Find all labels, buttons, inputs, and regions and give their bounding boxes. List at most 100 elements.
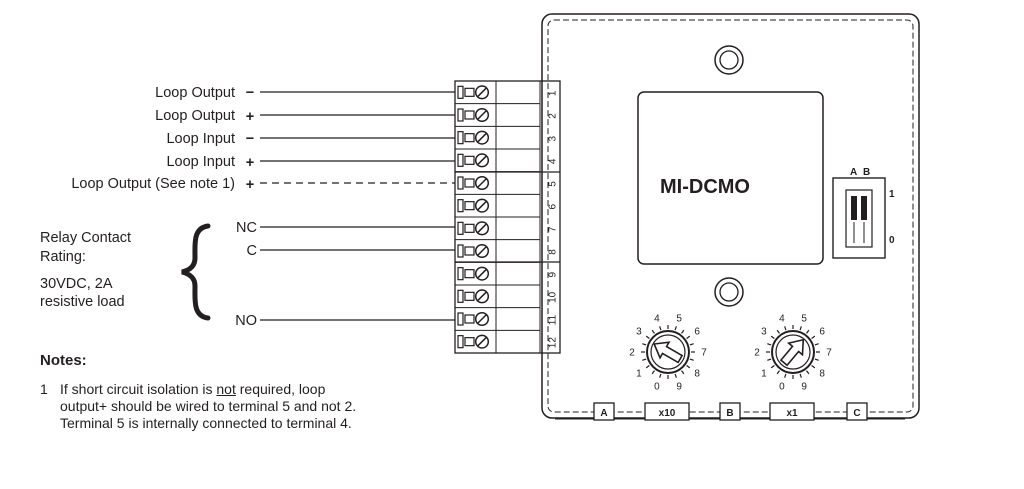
relay-line-2: Rating: (40, 249, 86, 265)
dip-switch-lever-b (861, 196, 867, 220)
relay-section: Relay Contact Rating: 30VDC, 2A resistiv… (40, 220, 257, 329)
terminal-number: 5 (548, 181, 559, 187)
terminal-screw-slot (477, 201, 487, 211)
terminal-clamp (457, 244, 464, 258)
terminal-number: 11 (548, 314, 559, 325)
dial-number: 6 (694, 326, 700, 337)
notes-title: Notes: (40, 352, 87, 369)
terminal-socket (464, 178, 475, 188)
model-label-panel (637, 91, 824, 265)
dial-tick (642, 358, 647, 361)
dial-tick (814, 343, 819, 346)
relay-no-label: NO (235, 313, 257, 329)
tab-a-box (593, 402, 615, 421)
dial-tick (806, 370, 810, 375)
dial-number: 5 (801, 313, 807, 324)
wire-sign-4: + (246, 155, 254, 171)
terminal-screw-slot (477, 133, 487, 143)
terminal-clamp (457, 221, 464, 235)
dial-tick (686, 335, 691, 339)
bottom-tabs: A x10 B x1 C (555, 402, 905, 421)
dial-number: 2 (629, 348, 635, 359)
terminal-socket (464, 223, 475, 233)
terminal-10: 10 (455, 285, 559, 309)
wire-label-5: Loop Output (See note 1) (71, 176, 235, 192)
terminal-socket (464, 246, 475, 256)
terminal-screw-slot (477, 223, 487, 233)
terminal-1: 1 (455, 81, 559, 105)
wire-sign-5: + (246, 177, 254, 193)
dial-tick (645, 335, 650, 339)
dial-tick (799, 326, 802, 331)
dial-tick (651, 329, 655, 334)
dial-tick (811, 365, 816, 369)
relay-line-4: resistive load (40, 294, 125, 310)
dip-switch-label-b: B (863, 167, 870, 178)
wire-sign-1: − (246, 85, 254, 101)
mounting-hole-bottom-outer (714, 277, 744, 307)
wire-labels: Loop Output Loop Output Loop Input Loop … (71, 85, 254, 193)
terminal-socket (464, 110, 475, 120)
note-1-line-3: Terminal 5 is internally connected to te… (60, 415, 352, 431)
terminal-socket (464, 87, 475, 97)
dial-number: 3 (761, 326, 767, 337)
dip-switch: A B 1 0 (832, 167, 895, 259)
note-1-text: If short circuit isolation is not requir… (60, 381, 460, 432)
terminal-number: 7 (548, 226, 559, 232)
terminal-5: 5 (455, 171, 559, 195)
dial-pointer-arrow-icon (779, 338, 805, 367)
tab-x10-box (644, 402, 690, 421)
mounting-hole-top-inner (719, 50, 739, 70)
relay-line-3: 30VDC, 2A (40, 276, 113, 292)
dial-number: 6 (819, 326, 825, 337)
dial-tick (776, 329, 780, 334)
terminal-number: 6 (548, 203, 559, 209)
terminal-socket (464, 155, 475, 165)
relay-line-1: Relay Contact (40, 230, 131, 246)
terminal-clamp (457, 267, 464, 281)
dial-tick (776, 370, 780, 375)
terminal-socket (464, 133, 475, 143)
dip-switch-label-1: 1 (889, 189, 895, 200)
wire-label-4: Loop Input (166, 154, 235, 170)
terminal-clamp (457, 289, 464, 303)
dial-tick (806, 329, 810, 334)
terminal-7: 7 (455, 217, 559, 241)
terminal-clamp (457, 335, 464, 349)
note-1-number: 1 (40, 381, 48, 397)
mounting-hole-bottom-inner (719, 282, 739, 302)
model-name: MI-DCMO (660, 176, 750, 198)
tab-c-label: C (853, 408, 860, 419)
dial-number: 5 (676, 313, 682, 324)
dial-number: 0 (779, 382, 785, 393)
tab-a-label: A (600, 408, 607, 419)
terminal-4: 4 (455, 149, 559, 173)
dip-switch-label-a: A (850, 167, 857, 178)
terminal-socket (464, 269, 475, 279)
terminal-screw-slot (477, 246, 487, 256)
tab-c-box (846, 402, 868, 421)
dial-number: 4 (779, 313, 785, 324)
tab-x10-label: x10 (659, 408, 676, 419)
dial-tick (784, 326, 787, 331)
dial-knob-inner (775, 334, 811, 370)
terminal-8: 8 (455, 239, 559, 263)
dial-tick (681, 329, 685, 334)
terminal-2: 2 (455, 103, 559, 127)
dial-tick (767, 343, 772, 346)
terminal-screw-slot (477, 155, 487, 165)
note-1-line-2: output+ should be wired to terminal 5 an… (60, 398, 357, 414)
dial-tick (659, 326, 662, 331)
dial-number: 7 (826, 348, 832, 359)
wire-label-3: Loop Input (166, 131, 235, 147)
terminal-screw-slot (477, 337, 487, 347)
terminal-11: 11 (455, 307, 559, 331)
tab-x1-label: x1 (786, 408, 798, 419)
dial-number: 2 (754, 348, 760, 359)
terminal-screw-slot (477, 178, 487, 188)
note-1-line-1-start: If short circuit isolation is (60, 381, 217, 397)
